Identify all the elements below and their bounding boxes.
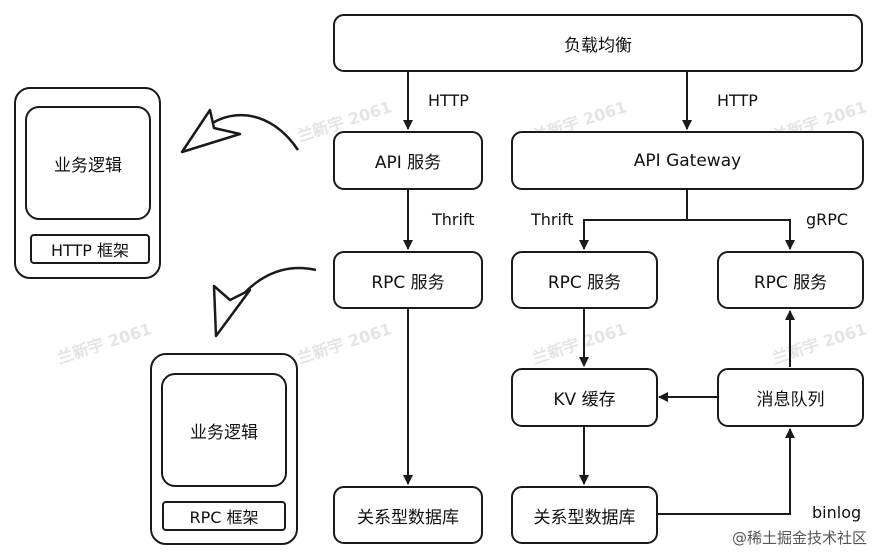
edge-label-thrift-mid: Thrift [531, 210, 574, 229]
curved-arrow-upper-head [180, 108, 242, 154]
arrow-binlog-to-mq [657, 428, 795, 515]
rpc-service-mid-box: RPC 服务 [511, 251, 658, 309]
curved-arrow-lower-head [212, 284, 252, 338]
curved-arrow-lower [226, 266, 317, 316]
arrow-gateway-to-rpc-mid [579, 219, 687, 250]
http-framework-box: HTTP 框架 [30, 234, 150, 264]
site-footer: @稀土掘金技术社区 [731, 529, 867, 547]
business-logic-box-rpc: 业务逻辑 [161, 373, 287, 487]
edge-label-binlog: binlog [812, 503, 862, 522]
edge-label-http-right: HTTP [717, 91, 758, 110]
arrow-gateway-to-rpc-right [687, 219, 795, 250]
rpc-service-left-box: RPC 服务 [333, 251, 483, 309]
rpc-service-right-box: RPC 服务 [717, 251, 864, 309]
api-gateway-box: API Gateway [511, 131, 864, 190]
api-service-box: API 服务 [333, 131, 483, 190]
load-balancer-box: 负载均衡 [333, 14, 863, 72]
relational-db-mid-box: 关系型数据库 [511, 486, 658, 544]
edge-label-thrift-left: Thrift [432, 210, 475, 229]
message-queue-box: 消息队列 [717, 368, 864, 427]
relational-db-left-box: 关系型数据库 [333, 486, 483, 544]
kv-cache-box: KV 缓存 [511, 368, 658, 427]
business-logic-box-http: 业务逻辑 [25, 106, 151, 220]
edge-label-http-left: HTTP [428, 91, 469, 110]
rpc-framework-box: RPC 框架 [162, 501, 286, 531]
edge-label-grpc: gRPC [806, 210, 849, 229]
